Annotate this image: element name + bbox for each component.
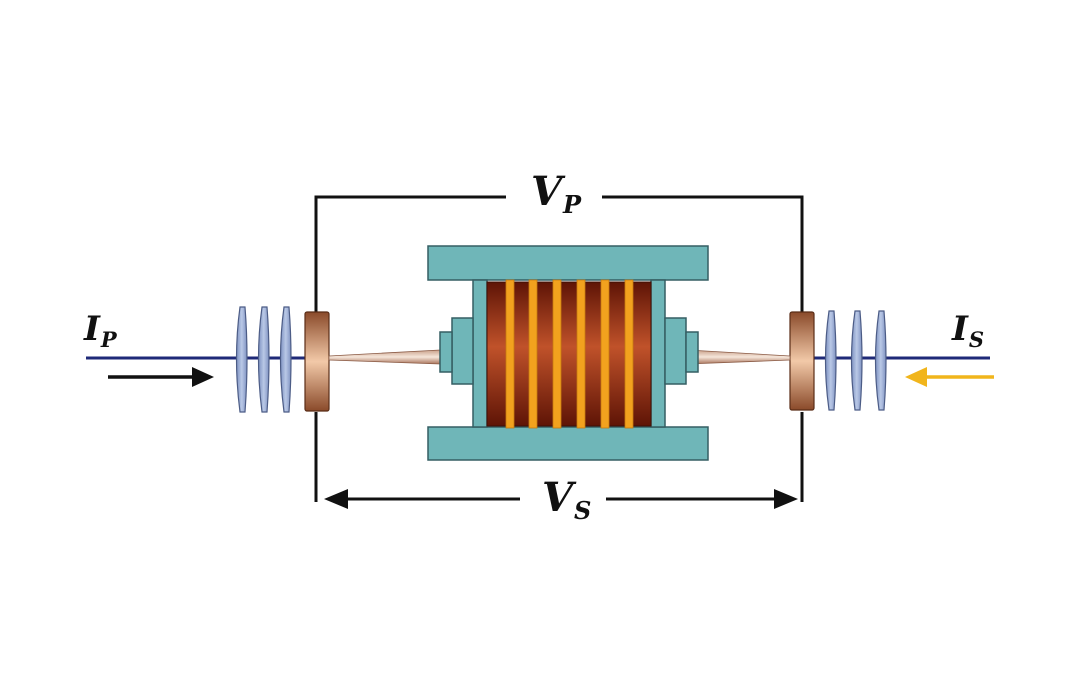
- right-terminal: [789, 311, 815, 411]
- vs-arrowhead-left: [324, 489, 348, 509]
- transformer-core: [427, 245, 709, 461]
- right-insulator-stack: [824, 310, 887, 411]
- is-label: IS: [952, 309, 985, 352]
- vs-arrowhead-right: [774, 489, 798, 509]
- left-lead: [328, 349, 441, 365]
- secondary-current-arrow: [905, 367, 994, 387]
- vp-frame-left: [314, 195, 506, 312]
- coil: [486, 279, 652, 429]
- vp-frame-right: [602, 195, 804, 312]
- left-insulator-stack: [235, 306, 292, 413]
- ip-label: IP: [84, 309, 117, 352]
- primary-current-arrow: [108, 367, 214, 387]
- left-terminal: [304, 311, 330, 412]
- vp-label: VP: [531, 168, 582, 219]
- right-lead: [687, 349, 791, 365]
- vs-label: VS: [542, 474, 592, 525]
